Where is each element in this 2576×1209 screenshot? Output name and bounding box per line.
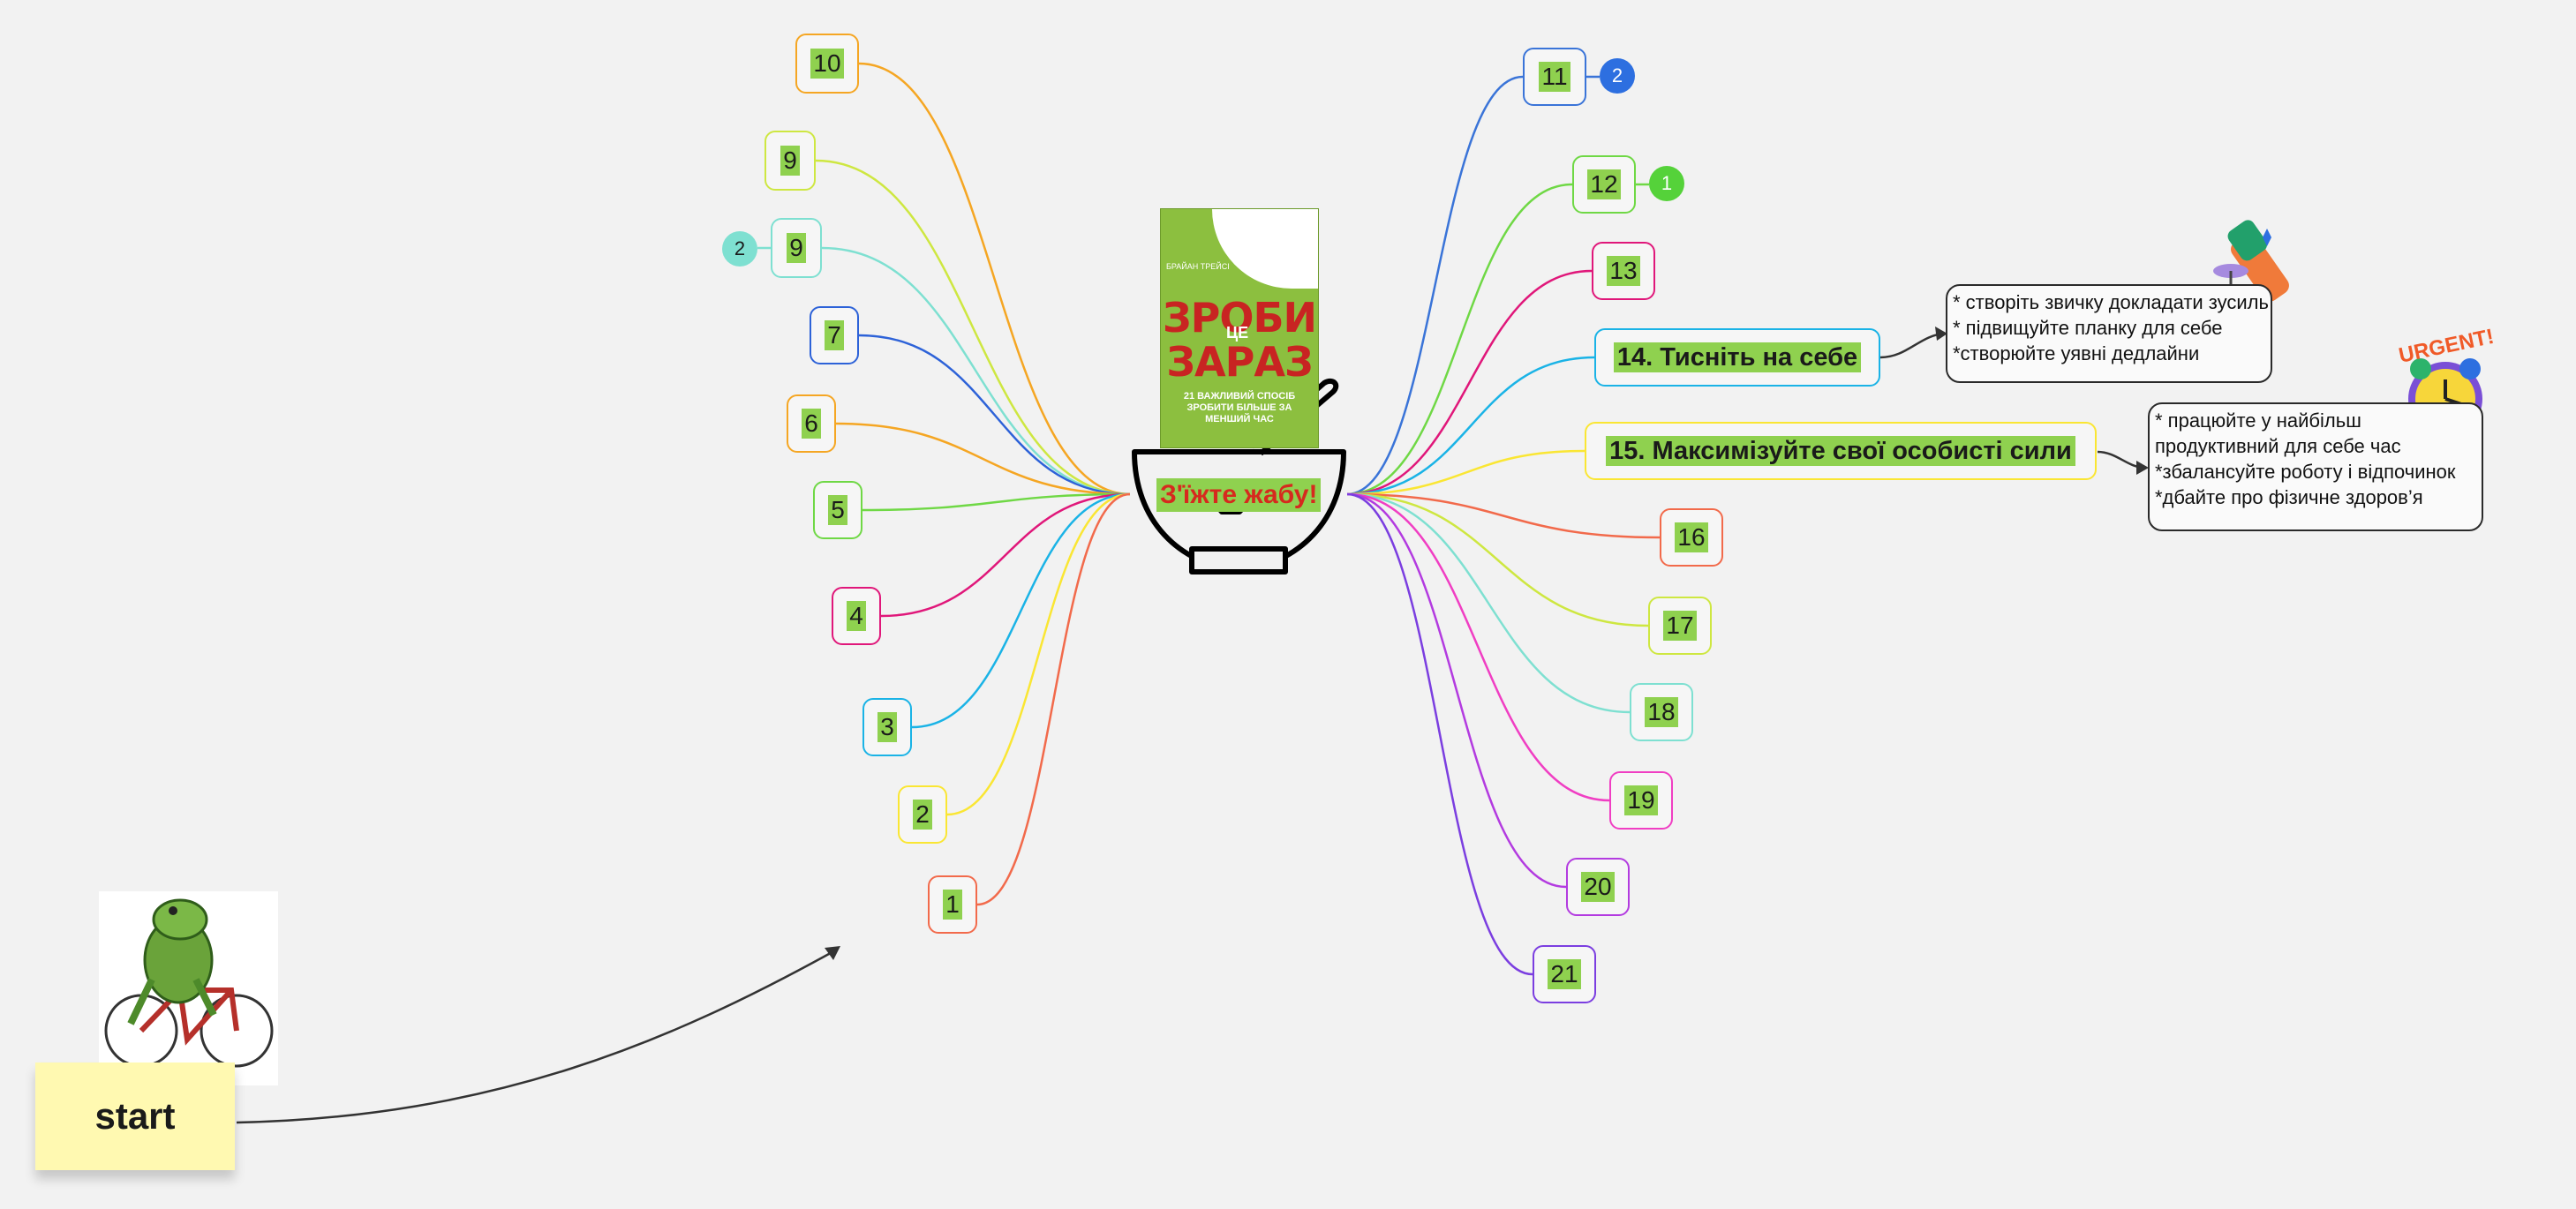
node-badge-count[interactable]: 2 bbox=[722, 231, 757, 267]
branch-left-6 bbox=[880, 492, 1131, 618]
book-title-line2: ЗАРАЗ bbox=[1166, 338, 1313, 386]
note-connector-14 bbox=[1879, 332, 1945, 359]
node-right-12[interactable]: 12 bbox=[1572, 155, 1636, 214]
branch-left-4 bbox=[835, 422, 1131, 496]
pin-sticker bbox=[2213, 220, 2289, 302]
note-line: продуктивний для себе час bbox=[2155, 435, 2401, 457]
node-right-21[interactable]: 21 bbox=[1533, 945, 1596, 1003]
book-cover: БРАЙАН ТРЕЙСІ ЗРОБИ ЦЕ ЗАРАЗ 21 ВАЖЛИВИЙ… bbox=[1160, 208, 1319, 448]
note-push-yourself[interactable]: * створіть звичку докладати зусиль * під… bbox=[1946, 284, 2272, 383]
branch-right-6 bbox=[1346, 492, 1649, 627]
branch-right-4 bbox=[1346, 449, 1586, 496]
book-corner-frog bbox=[1212, 209, 1318, 289]
branch-left-7 bbox=[911, 492, 1131, 729]
branch-left-3 bbox=[858, 334, 1131, 496]
note-arrowhead-15 bbox=[2136, 461, 2149, 475]
node-right-16[interactable]: 16 bbox=[1660, 508, 1723, 567]
branch-right-8 bbox=[1346, 492, 1610, 802]
node-label: 9 bbox=[780, 146, 800, 176]
node-label: 5 bbox=[828, 495, 847, 525]
book-subtitle: 21 ВАЖЛИВИЙ СПОСІБ ЗРОБИТИ БІЛЬШЕ ЗА МЕН… bbox=[1183, 391, 1296, 424]
node-label: 21 bbox=[1548, 959, 1581, 989]
frog-bicycle-sticker bbox=[99, 891, 278, 1085]
node-left-9a[interactable]: 9 bbox=[765, 131, 816, 191]
branch-left-5 bbox=[862, 492, 1131, 512]
note-maximize-strengths[interactable]: * працюйте у найбільш продуктивний для с… bbox=[2148, 402, 2483, 531]
node-left-4[interactable]: 4 bbox=[832, 587, 881, 645]
node-label: 2 bbox=[913, 800, 932, 830]
node-label: 1 bbox=[943, 890, 962, 920]
book-title-line1: ЗРОБИ bbox=[1162, 294, 1317, 342]
branch-left-1 bbox=[815, 159, 1131, 496]
branch-left-8 bbox=[946, 492, 1131, 816]
branch-right-3 bbox=[1346, 356, 1595, 496]
note-line: * створіть звичку докладати зусиль bbox=[1953, 291, 2269, 313]
node-label: 17 bbox=[1663, 611, 1697, 641]
note-line: * підвищуйте планку для себе bbox=[1953, 317, 2223, 339]
branch-right-1 bbox=[1346, 183, 1573, 496]
node-label: 12 bbox=[1587, 169, 1621, 199]
book-title-small: ЦЕ bbox=[1226, 324, 1249, 342]
branch-right-10 bbox=[1346, 492, 1533, 976]
node-label: 7 bbox=[825, 320, 844, 350]
note-line: * працюйте у найбільш bbox=[2155, 409, 2361, 432]
node-left-5[interactable]: 5 bbox=[813, 481, 862, 539]
start-connector bbox=[236, 948, 838, 1124]
node-right-15[interactable]: 15. Максимізуйте свої особисті сили bbox=[1585, 422, 2097, 480]
branch-left-2 bbox=[821, 246, 1131, 496]
node-left-9b[interactable]: 9 bbox=[771, 218, 822, 278]
node-label: 18 bbox=[1645, 697, 1678, 727]
node-left-6[interactable]: 6 bbox=[787, 394, 836, 453]
node-right-11[interactable]: 11 bbox=[1523, 48, 1586, 106]
node-right-13[interactable]: 13 bbox=[1592, 242, 1655, 300]
node-right-18[interactable]: 18 bbox=[1630, 683, 1693, 741]
branch-right-0 bbox=[1346, 75, 1524, 496]
note-line: *створюйте уявні дедлайни bbox=[1953, 342, 2200, 364]
node-label: 16 bbox=[1675, 522, 1708, 552]
note-line: *збалансуйте роботу і відпочинок bbox=[2155, 461, 2456, 483]
node-label: 13 bbox=[1607, 256, 1640, 286]
node-left-3[interactable]: 3 bbox=[862, 698, 912, 756]
branch-connectors bbox=[757, 62, 1661, 976]
branch-right-7 bbox=[1346, 492, 1631, 714]
branch-left-9 bbox=[976, 492, 1131, 906]
branch-right-9 bbox=[1346, 492, 1567, 889]
node-right-14[interactable]: 14. Тисніть на себе bbox=[1594, 328, 1880, 387]
branch-right-5 bbox=[1346, 492, 1661, 539]
node-label: 15. Максимізуйте свої особисті сили bbox=[1606, 436, 2075, 466]
node-label: 9 bbox=[787, 233, 806, 263]
node-label: 4 bbox=[847, 601, 866, 631]
start-arrowhead bbox=[825, 946, 840, 960]
branch-right-2 bbox=[1346, 269, 1593, 496]
node-right-17[interactable]: 17 bbox=[1648, 597, 1712, 655]
node-right-19[interactable]: 19 bbox=[1609, 771, 1673, 830]
node-left-2[interactable]: 2 bbox=[898, 785, 947, 844]
node-right-20[interactable]: 20 bbox=[1566, 858, 1630, 916]
node-label: 3 bbox=[877, 712, 897, 742]
node-badge-count[interactable]: 2 bbox=[1600, 58, 1635, 94]
branch-left-0 bbox=[858, 62, 1131, 496]
node-label: 14. Тисніть на себе bbox=[1613, 342, 1862, 372]
node-label: 10 bbox=[810, 49, 844, 79]
node-badge-count[interactable]: 1 bbox=[1649, 166, 1684, 201]
start-sticky-note[interactable]: start bbox=[35, 1063, 235, 1170]
node-label: 11 bbox=[1539, 62, 1570, 92]
node-label: 20 bbox=[1581, 872, 1615, 902]
node-left-10[interactable]: 10 bbox=[795, 34, 859, 94]
node-label: 6 bbox=[802, 409, 821, 439]
book-author: БРАЙАН ТРЕЙСІ bbox=[1166, 262, 1230, 271]
node-left-7[interactable]: 7 bbox=[810, 306, 859, 364]
note-line: *дбайте про фізичне здоров’я bbox=[2155, 486, 2423, 508]
node-left-1[interactable]: 1 bbox=[928, 875, 977, 934]
central-topic-label[interactable]: З'їжте жабу! bbox=[1156, 478, 1322, 512]
node-label: 19 bbox=[1624, 785, 1658, 815]
urgent-label: URGENT! bbox=[2397, 325, 2497, 368]
note-arrowhead-14 bbox=[1935, 327, 1947, 341]
